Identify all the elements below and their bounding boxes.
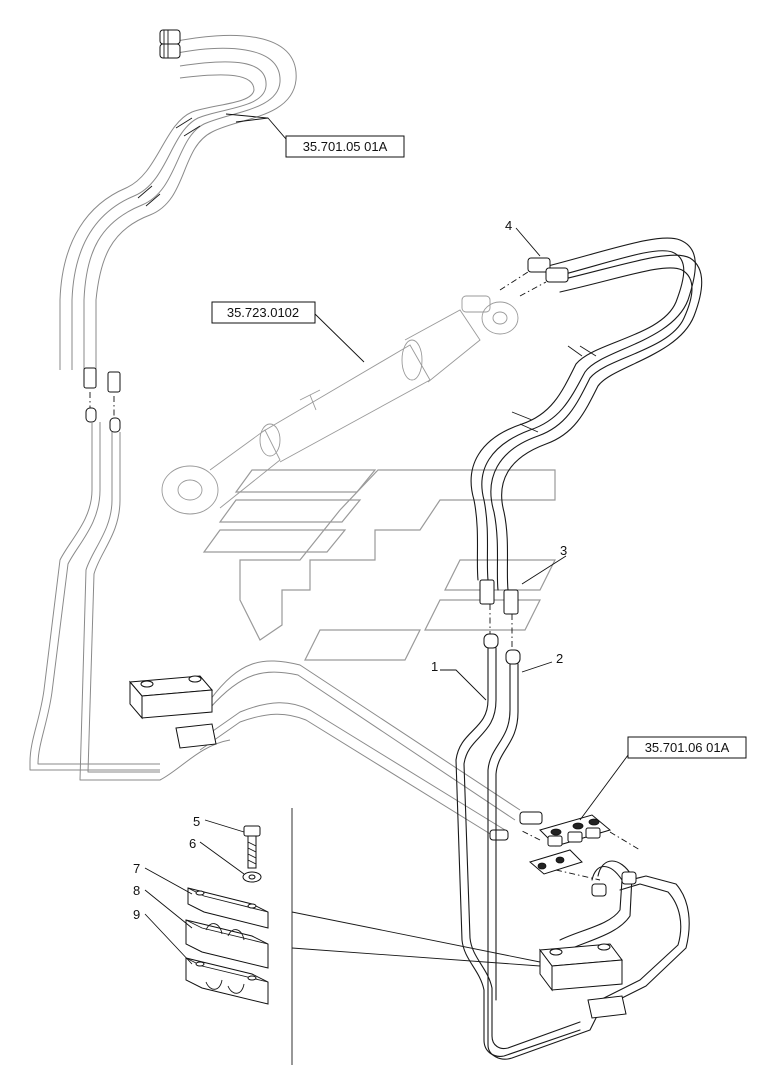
ref-box-cylinder[interactable]: 35.723.0102 [211,301,316,324]
left-pipe-assembly [29,29,543,841]
callout-7: 7 [133,861,140,876]
callout-numbers: 1 2 3 4 5 6 7 8 9 [133,218,567,922]
right-hose-pair [455,237,703,1060]
hydraulic-cylinder [161,295,519,515]
ref-right-label: 35.701.06 01A [645,740,730,755]
callout-5: 5 [193,814,200,829]
callout-9: 9 [133,907,140,922]
ref-box-right[interactable]: 35.701.06 01A [627,736,747,759]
callout-2: 2 [556,651,563,666]
coupling-block [519,814,641,881]
watermark-logo [202,469,556,661]
callout-1: 1 [431,659,438,674]
clamp-detail [185,808,541,1065]
leader-lines [144,113,635,965]
callout-6: 6 [189,836,196,851]
ref-top-label: 35.701.05 01A [303,139,388,154]
right-clamp-block [539,943,627,1019]
callout-4: 4 [505,218,512,233]
callout-8: 8 [133,883,140,898]
callout-3: 3 [560,543,567,558]
ref-cylinder-label: 35.723.0102 [227,305,299,320]
left-clamp-block [128,675,217,749]
top-hose-fittings [159,29,181,59]
ref-box-top[interactable]: 35.701.05 01A [285,135,405,158]
